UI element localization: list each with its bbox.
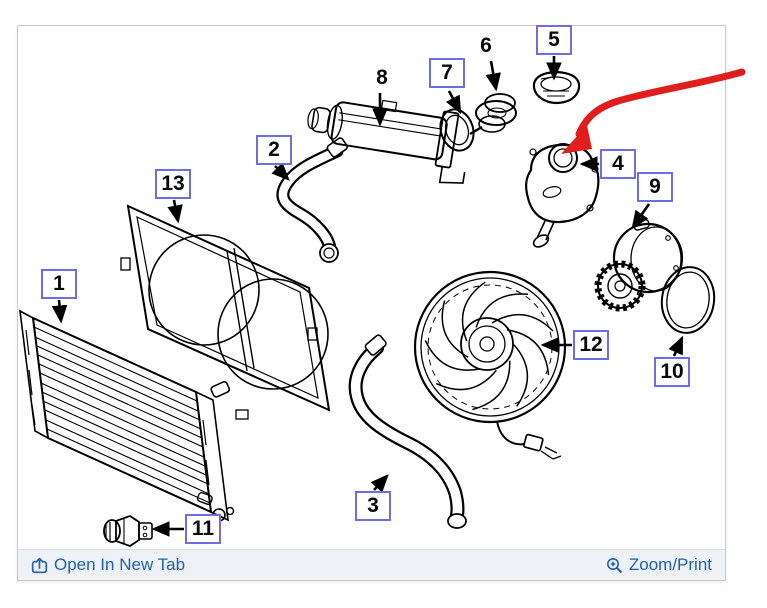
callout-11[interactable]: 11 [185, 514, 221, 544]
callout-13[interactable]: 13 [155, 169, 191, 199]
callout-6[interactable]: 6 [480, 34, 492, 57]
callout-7[interactable]: 7 [429, 58, 465, 88]
zoom-print-label: Zoom/Print [628, 555, 712, 574]
open-in-new-tab-button[interactable]: Open In New Tab [31, 555, 185, 575]
callout-2[interactable]: 2 [256, 135, 292, 165]
zoom-print-button[interactable]: Zoom/Print [606, 555, 712, 575]
callout-8[interactable]: 8 [376, 66, 388, 89]
callout-3[interactable]: 3 [355, 491, 391, 521]
open-in-new-tab-label: Open In New Tab [54, 555, 186, 574]
open-in-new-tab-icon [31, 557, 48, 574]
callout-5[interactable]: 5 [536, 25, 572, 55]
callout-12[interactable]: 12 [573, 330, 609, 360]
zoom-magnifier-plus-icon [606, 557, 623, 574]
callout-1[interactable]: 1 [41, 269, 77, 299]
callout-10[interactable]: 10 [654, 357, 690, 387]
callout-9[interactable]: 9 [637, 172, 673, 202]
callout-4[interactable]: 4 [600, 149, 636, 179]
diagram-toolbar: Open In New Tab Zoom/Print [18, 549, 725, 580]
